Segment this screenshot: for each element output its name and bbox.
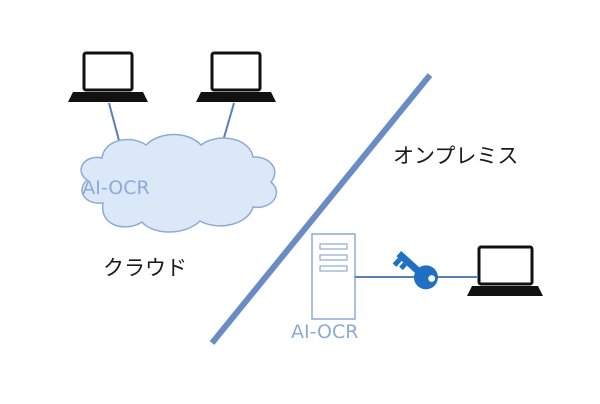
key-icon [392,251,438,290]
cloud-shape [80,133,278,233]
laptop-icon [68,51,148,102]
laptop-icon [196,51,276,102]
cloud-zone-label: クラウド [103,256,187,280]
zone-divider [209,73,433,345]
laptop-icon [467,245,543,296]
server-service-label: AI-OCR [291,321,359,343]
onprem-zone-label: オンプレミス [393,144,519,168]
server-icon [311,233,356,320]
cloud-service-label: AI-OCR [82,177,150,199]
